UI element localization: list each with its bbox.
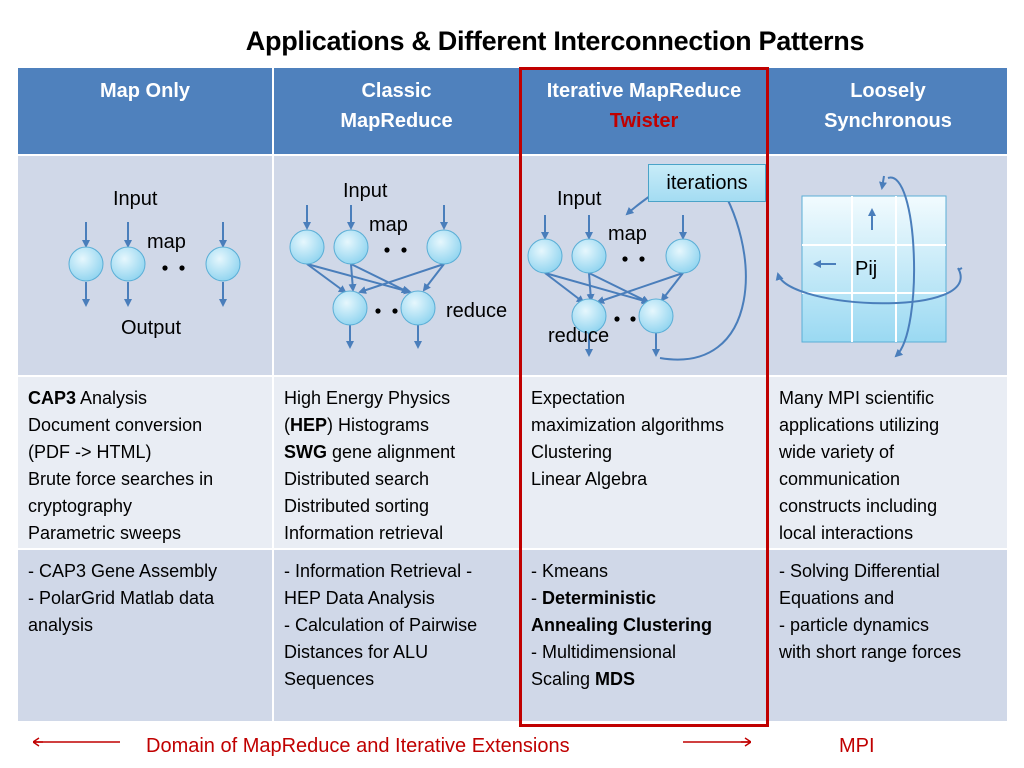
header-label: MapReduce [340,110,453,132]
text-line: - Information Retrieval - [284,561,473,581]
pij-label: Pij [855,258,878,280]
examples-map-only: - CAP3 Gene Assembly - PolarGrid Matlab d… [18,550,274,721]
text-line: (HEP) Histograms [284,415,430,435]
iterative-map-label: map [608,223,647,245]
header-twister-label: Twister [609,110,679,132]
header-label: Map Only [99,80,190,102]
text-line: High Energy Physics [284,388,451,408]
examples-classic: - Information Retrieval - HEP Data Analys… [274,550,521,721]
iterative-arrows [541,174,747,361]
text-line: Distributed search [284,469,430,489]
header-loosely-synchronous: Loosely Synchronous [769,68,1007,156]
text-line: - Multidimensional [531,642,677,662]
ellipsis-dots [162,265,185,271]
map-node [527,238,563,274]
twister-highlight-box [519,67,769,727]
map-node [289,229,325,265]
text-line: wide variety of [779,442,895,462]
text-line: local interactions [779,523,914,543]
map-only-input-label: Input [113,188,158,210]
header-label: Synchronous [824,110,952,132]
text-line: analysis [28,615,94,635]
classic-arrows [303,205,448,349]
text-line: Scaling MDS [531,669,636,689]
apps-loosely: Many MPI scientific applications utilizin… [769,377,1007,550]
text-line: Information retrieval [284,523,444,543]
map-node [68,246,104,282]
text-line: Expectation [531,388,626,408]
text-line: - CAP3 Gene Assembly [28,561,218,581]
reduce-node [638,298,674,334]
footer-mpi-label: MPI [839,735,875,757]
reduce-node [400,290,436,326]
text-line: constructs including [779,496,938,516]
map-only-nodes [68,246,241,282]
loosely-grid [801,195,947,343]
classic-input-label: Input [343,180,388,202]
header-label: Iterative MapReduce [546,80,742,102]
map-node [110,246,146,282]
map-node [205,246,241,282]
text-line: with short range forces [779,642,962,662]
text-line: - Kmeans [531,561,609,581]
text-line: Equations and [779,588,895,608]
reduce-node [571,298,607,334]
text-line: Distances for ALU [284,642,429,662]
text-line: - Deterministic [531,588,657,608]
iterative-reduce-label: reduce [548,325,610,347]
map-only-map-label: map [147,231,186,253]
map-node [333,229,369,265]
header-label: Classic [361,80,432,102]
page-title: Applications & Different Interconnection… [245,26,865,56]
map-only-arrows [82,222,227,307]
text-line: - Solving Differential [779,561,940,581]
footer-domain-label: Domain of MapReduce and Iterative Extens… [146,735,570,757]
text-line: Sequences [284,669,375,689]
iterative-nodes [527,238,701,334]
reduce-node [332,290,368,326]
map-only-output-label: Output [121,317,182,339]
text-line: (PDF -> HTML) [28,442,152,462]
text-line: maximization algorithms [531,415,725,435]
classic-nodes [289,229,462,326]
text-line: - PolarGrid Matlab data [28,588,215,608]
text-line: Clustering [531,442,613,462]
classic-map-label: map [369,214,408,236]
text-line: SWG gene alignment [284,442,456,462]
text-line: Distributed sorting [284,496,430,516]
text-line: applications utilizing [779,415,940,435]
header-label: Loosely [850,80,926,102]
text-line: CAP3 Analysis [28,388,148,408]
text-line: Linear Algebra [531,469,648,489]
patterns-table: Map Only Classic MapReduce Iterative Map… [18,68,1007,721]
header-classic-mapreduce: Classic MapReduce [274,68,521,156]
header-map-only: Map Only [18,68,274,156]
map-node [665,238,701,274]
text-line: - particle dynamics [779,615,930,635]
text-line: HEP Data Analysis [284,588,435,608]
text-line: Document conversion [28,415,203,435]
text-line: communication [779,469,901,489]
text-line: cryptography [28,496,133,516]
text-line: Brute force searches in [28,469,214,489]
iterative-input-label: Input [557,188,602,210]
loosely-arrows [775,175,963,358]
map-node [571,238,607,274]
ellipsis-dots [614,256,645,322]
text-line: - Calculation of Pairwise [284,615,478,635]
ellipsis-dots [375,247,407,314]
header-iterative-mapreduce: Iterative MapReduce Twister [521,68,769,156]
text-line: Many MPI scientific [779,388,935,408]
text-line: Annealing Clustering [531,615,713,635]
classic-reduce-label: reduce [446,300,508,322]
text-line: Parametric sweeps [28,523,182,543]
map-node [426,229,462,265]
iterations-callout: iterations [648,164,766,202]
